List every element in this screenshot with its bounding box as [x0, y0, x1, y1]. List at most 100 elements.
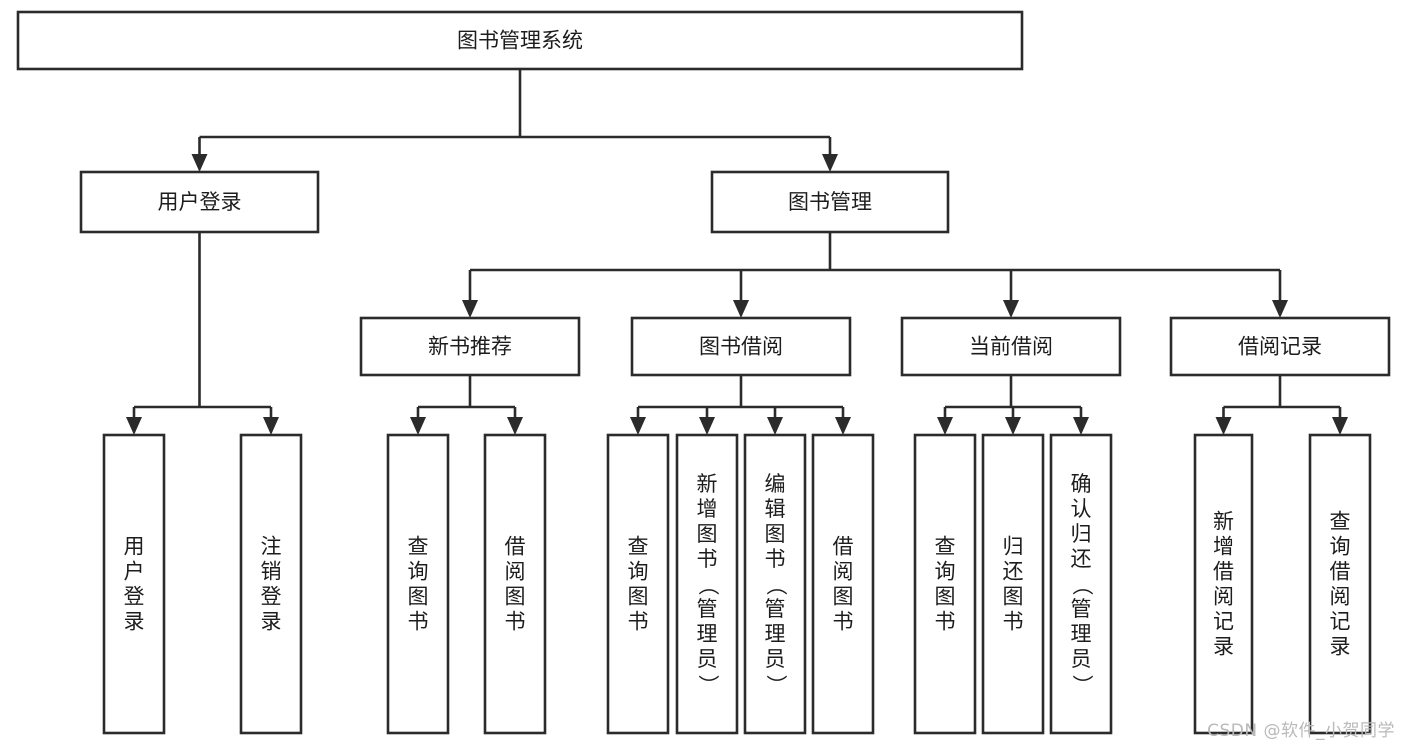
node-box-leaf-add-record	[1193, 433, 1254, 735]
arrow-borrow-record-leaf-query-record-head	[1332, 417, 1348, 435]
node-label-leaf-add-record-char-2: 借	[1213, 560, 1234, 584]
node-label-leaf-add-book-char-1: 增	[697, 497, 718, 521]
node-label-leaf-add-book-char-3: 书	[697, 547, 718, 571]
arrow-new-book-recommend-leaf-query-book-1-head	[410, 417, 426, 435]
arrow-book-borrow-leaf-borrow-book-2-head	[835, 417, 851, 435]
node-label-leaf-borrow-book-2-char-1: 阅	[833, 560, 854, 584]
node-label-leaf-return-book-char-3: 书	[1003, 610, 1024, 634]
node-label-leaf-confirm-return-char-5: 管	[1071, 597, 1092, 621]
node-label-leaf-return-book-char-2: 图	[1003, 585, 1024, 609]
node-label-book-borrow: 图书借阅	[699, 335, 783, 359]
node-label-leaf-edit-book-char-7: 员	[765, 647, 786, 671]
node-new-book-recommend[interactable]: 新书推荐	[359, 316, 581, 377]
node-label-leaf-query-book-1-char-1: 询	[408, 560, 429, 584]
node-box-user-login	[79, 170, 320, 234]
arrow-user-login-leaf-user-login-head	[126, 417, 142, 435]
node-box-new-book-recommend	[359, 316, 581, 377]
node-label-leaf-query-book-2-char-1: 询	[628, 560, 649, 584]
node-label-book-manage: 图书管理	[788, 190, 872, 214]
node-box-borrow-record	[1169, 316, 1391, 377]
node-label-leaf-edit-book-char-2: 图	[765, 522, 786, 546]
node-box-current-borrow	[900, 316, 1122, 377]
node-label-leaf-confirm-return-char-8: ）	[1070, 675, 1094, 696]
node-label-leaf-confirm-return-char-4: （	[1070, 575, 1094, 596]
arrow-book-manage-new-book-recommend-head	[462, 300, 478, 318]
node-label-leaf-edit-book-char-6: 理	[765, 622, 786, 646]
node-user-login[interactable]: 用户登录	[79, 170, 320, 234]
node-label-leaf-edit-book-char-4: （	[764, 575, 788, 596]
node-box-leaf-logout	[239, 433, 303, 735]
node-label-leaf-query-book-1-char-3: 书	[408, 610, 429, 634]
node-label-leaf-confirm-return-char-0: 确	[1071, 472, 1092, 496]
node-label-leaf-user-login-char-3: 录	[124, 610, 145, 634]
node-label-leaf-query-record-char-1: 询	[1330, 535, 1351, 559]
arrow-book-borrow-leaf-add-book-head	[699, 417, 715, 435]
node-label-leaf-confirm-return-char-7: 员	[1071, 647, 1092, 671]
node-label-leaf-edit-book-char-5: 管	[765, 597, 786, 621]
arrow-user-login-leaf-logout-head	[263, 417, 279, 435]
node-book-manage[interactable]: 图书管理	[710, 170, 950, 234]
node-label-leaf-logout-char-0: 注	[261, 535, 282, 559]
arrow-book-manage-book-borrow-head	[733, 300, 749, 318]
node-label-leaf-query-book-1-char-2: 图	[408, 585, 429, 609]
arrow-root-book-manage-head	[822, 154, 838, 172]
node-label-leaf-add-book-char-8: ）	[696, 675, 720, 696]
node-label-new-book-recommend: 新书推荐	[428, 335, 512, 359]
node-box-leaf-query-book-3	[913, 433, 977, 735]
node-label-leaf-borrow-book-1-char-3: 书	[505, 610, 526, 634]
node-leaf-user-login[interactable]: 用户登录	[102, 433, 166, 735]
node-box-leaf-user-login	[102, 433, 166, 735]
node-label-leaf-query-book-3-char-3: 书	[935, 610, 956, 634]
node-book-borrow[interactable]: 图书借阅	[630, 316, 852, 377]
node-label-leaf-logout-char-2: 登	[261, 585, 282, 609]
node-label-leaf-edit-book-char-8: ）	[764, 675, 788, 696]
node-label-leaf-user-login-char-1: 户	[124, 560, 145, 584]
node-box-leaf-confirm-return	[1049, 433, 1113, 735]
node-label-leaf-add-book-char-6: 理	[697, 622, 718, 646]
node-label-leaf-logout-char-3: 录	[261, 610, 282, 634]
node-box-book-borrow	[630, 316, 852, 377]
node-label-leaf-add-book-char-2: 图	[697, 522, 718, 546]
node-label-leaf-add-record-char-1: 增	[1213, 535, 1234, 559]
node-label-leaf-query-book-1-char-0: 查	[408, 535, 429, 559]
node-root[interactable]: 图书管理系统	[16, 10, 1024, 71]
node-label-leaf-borrow-book-2-char-3: 书	[833, 610, 854, 634]
node-label-leaf-add-record-char-0: 新	[1213, 510, 1234, 534]
node-label-leaf-edit-book-char-0: 编	[765, 472, 786, 496]
node-current-borrow[interactable]: 当前借阅	[900, 316, 1122, 377]
arrow-new-book-recommend-leaf-borrow-book-1-head	[507, 417, 523, 435]
arrow-book-borrow-leaf-edit-book-head	[767, 417, 783, 435]
arrow-root-user-login-head	[191, 154, 208, 172]
node-borrow-record[interactable]: 借阅记录	[1169, 316, 1391, 377]
node-label-leaf-edit-book-char-3: 书	[765, 547, 786, 571]
node-label-root: 图书管理系统	[457, 29, 583, 53]
arrow-current-borrow-leaf-confirm-return-head	[1073, 417, 1089, 435]
node-label-leaf-query-book-3-char-1: 询	[935, 560, 956, 584]
node-box-book-manage	[710, 170, 950, 234]
node-label-borrow-record: 借阅记录	[1238, 335, 1322, 359]
node-box-leaf-borrow-book-1	[483, 433, 547, 735]
node-label-leaf-query-book-3-char-0: 查	[935, 535, 956, 559]
node-label-leaf-confirm-return-char-3: 还	[1071, 547, 1092, 571]
node-label-leaf-add-book-char-0: 新	[697, 472, 718, 496]
arrow-current-borrow-leaf-query-book-3-head	[937, 417, 953, 435]
node-label-current-borrow: 当前借阅	[969, 335, 1053, 359]
node-label-leaf-return-book-char-1: 还	[1003, 560, 1024, 584]
node-label-leaf-borrow-book-2-char-0: 借	[833, 535, 854, 559]
node-box-leaf-add-book	[675, 433, 739, 735]
arrow-current-borrow-leaf-return-book-head	[1005, 417, 1021, 435]
